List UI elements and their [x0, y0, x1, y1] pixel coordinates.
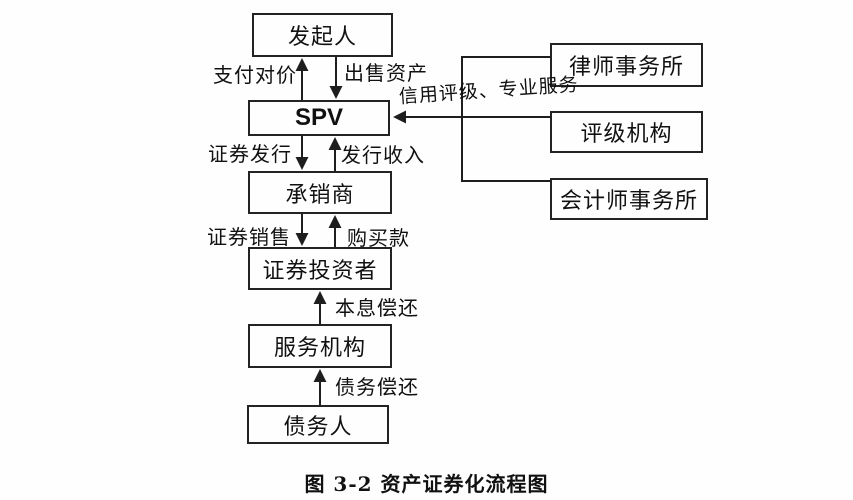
- label-debt-repayment: 债务偿还: [335, 375, 419, 399]
- label-securities-sales: 证券销售: [207, 225, 291, 249]
- node-underwriter: 承销商: [248, 171, 392, 214]
- node-originator: 发起人: [252, 13, 393, 57]
- label-purchase-payment: 购买款: [347, 226, 410, 250]
- label-pay-consideration: 支付对价: [213, 63, 297, 87]
- node-rating-agency: 评级机构: [550, 111, 703, 153]
- figure-caption: 图 3-2 资产证券化流程图: [304, 472, 549, 496]
- node-securities-investor: 证券投资者: [248, 247, 392, 290]
- node-debtor: 债务人: [247, 405, 389, 444]
- label-sell-assets: 出售资产: [344, 61, 428, 85]
- label-securities-issuance: 证券发行: [208, 142, 292, 166]
- node-spv: SPV: [248, 100, 390, 136]
- label-principal-interest-repayment: 本息偿还: [335, 296, 419, 320]
- node-accounting-firm: 会计师事务所: [550, 178, 708, 220]
- service-bracket-line: [461, 56, 550, 182]
- label-issuance-income: 发行收入: [341, 143, 425, 167]
- node-service-agency: 服务机构: [248, 324, 392, 368]
- node-law-firm: 律师事务所: [550, 43, 703, 87]
